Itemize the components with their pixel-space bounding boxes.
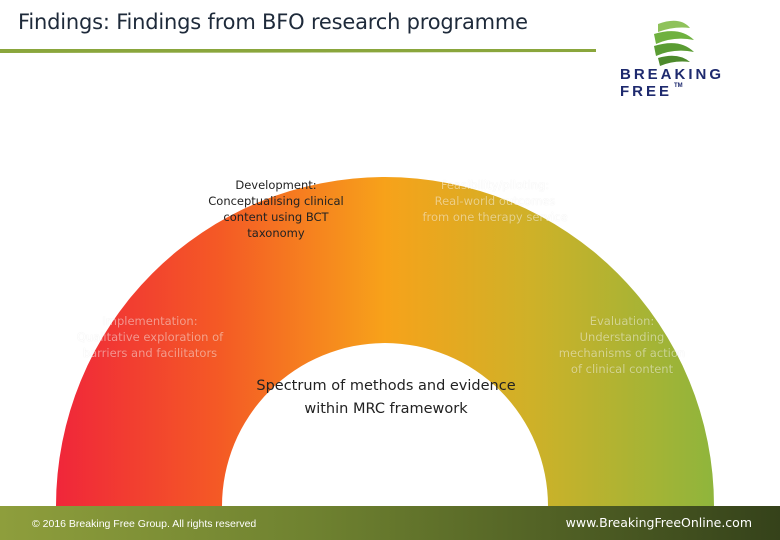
center-caption: Spectrum of methods and evidence within …: [256, 378, 516, 417]
logo-brand-text: BREAKING FREE: [620, 66, 725, 100]
evaluation-heading: Evaluation:: [589, 314, 655, 328]
segment-implementation: Implementation: Qualitative exploration …: [70, 313, 230, 361]
development-heading: Development:: [235, 178, 317, 192]
slide-title: Findings: Findings from BFO research pro…: [18, 10, 528, 34]
segment-feasibility: Feasibility/piloting: Real-world outcome…: [420, 177, 570, 225]
development-body: Conceptualising clinical content using B…: [208, 194, 344, 240]
footer-url[interactable]: www.BreakingFreeOnline.com: [565, 515, 752, 530]
evaluation-body: Understanding mechanisms of action of cl…: [558, 330, 686, 376]
segment-development: Development: Conceptualising clinical co…: [206, 177, 346, 241]
title-underline: [0, 49, 596, 53]
implementation-body: Qualitative exploration of barriers and …: [76, 330, 224, 360]
segment-evaluation: Evaluation: Understanding mechanisms of …: [552, 313, 692, 377]
breaking-free-logo-icon: [654, 20, 694, 66]
arch-band: [56, 177, 714, 506]
logo-trademark: TM: [674, 83, 683, 89]
footer-bar: © 2016 Breaking Free Group. All rights r…: [0, 506, 780, 540]
footer-copyright: © 2016 Breaking Free Group. All rights r…: [32, 518, 257, 530]
implementation-heading: Implementation:: [102, 314, 198, 328]
feasibility-body: Real-world outcomes from one therapy ser…: [422, 194, 568, 224]
feasibility-heading: Feasibility/piloting:: [440, 178, 550, 192]
